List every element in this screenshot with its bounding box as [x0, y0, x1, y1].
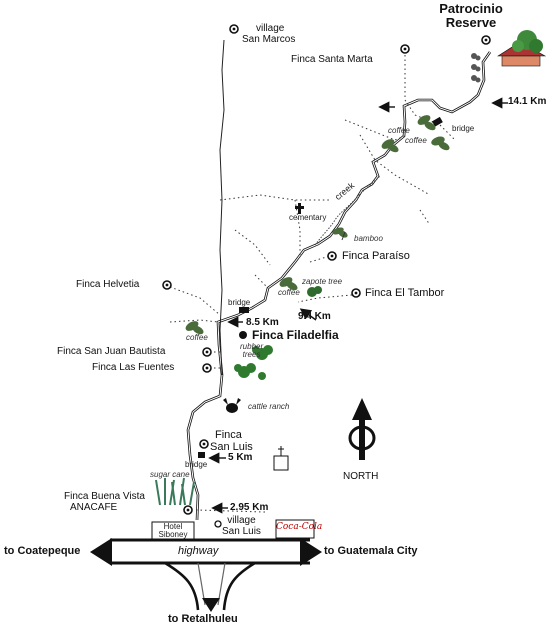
arrow-9-4	[299, 308, 317, 321]
finca-buena-vista-line1: Finca Buena Vista	[64, 491, 145, 502]
cattle-icon	[223, 398, 241, 413]
village-san-marcos-label: village San Marcos	[242, 23, 296, 45]
hotel-siboney-line2: Siboney	[158, 530, 188, 540]
north-arrow-icon	[348, 398, 376, 460]
dotted-paths	[169, 55, 456, 513]
house-icon	[496, 30, 547, 67]
village-san-luis-line2: San Luis	[222, 525, 261, 537]
distance-9-4: 9.4 Km	[298, 311, 331, 322]
coca-cola-label: Coca-Cola	[276, 522, 323, 532]
bridge-marker-1	[432, 116, 443, 127]
highway-arrow-left	[90, 538, 112, 566]
finca-san-luis-label: Finca San Luis	[210, 429, 253, 453]
sugar-cane-icon	[155, 477, 195, 506]
title-reserve: Patrocinio Reserve	[428, 2, 514, 29]
retalhuleu-road	[164, 561, 256, 611]
coffee-leaves	[185, 115, 450, 335]
to-guatemala-city-label: to Guatemala City	[324, 545, 418, 557]
cross-icon	[295, 203, 304, 214]
bridge-label-1: bridge	[452, 124, 475, 133]
finca-santa-marta-label: Finca Santa Marta	[291, 54, 373, 65]
hotel-box	[151, 521, 195, 540]
rubber-trees-line1: rubber	[240, 342, 264, 351]
bridge-label-3: bridge	[185, 460, 208, 469]
coffee-label-2: coffee	[405, 136, 427, 145]
finca-helvetia-label: Finca Helvetia	[76, 279, 140, 290]
creek-line	[314, 175, 381, 246]
finca-el-tambor-label: Finca El Tambor	[365, 287, 445, 299]
cattle-ranch-label: cattle ranch	[248, 402, 290, 411]
distance-14-1: 14.1 Km	[508, 96, 547, 107]
place-dots	[162, 24, 491, 515]
north-label: NORTH	[343, 471, 379, 482]
finca-filadelfia-label: Finca Filadelfia	[252, 328, 339, 342]
bridge-label-2: bridge	[228, 298, 251, 307]
hotel-siboney-line1: Hotel	[163, 522, 183, 531]
village-san-luis-line1: village	[227, 515, 256, 526]
highway	[110, 538, 310, 565]
finca-buena-vista-line2: ANACAFE	[70, 501, 118, 513]
coffee-label-4: coffee	[186, 333, 208, 342]
finca-san-luis-line1: Finca	[215, 429, 242, 441]
rubber-trees-label: rubber trees	[240, 342, 264, 360]
bridge-marker-2	[239, 307, 249, 313]
finca-paraiso-label: Finca Paraíso	[342, 250, 410, 262]
bridge-marker-3	[198, 452, 205, 458]
church-icon	[273, 446, 289, 471]
finca-las-fuentes-label: Finca Las Fuentes	[92, 362, 175, 373]
coffee-label-3: coffee	[278, 288, 300, 297]
village-san-luis-label: village San Luis	[222, 515, 261, 537]
highway-label: highway	[178, 545, 219, 557]
finca-san-luis-line2: San Luis	[210, 440, 253, 453]
coca-cola-sign	[275, 519, 315, 539]
main-road-inner	[187, 51, 491, 521]
distance-2-95: 2.95 Km	[230, 502, 269, 513]
highway-arrow-right	[300, 538, 322, 566]
village-san-marcos-line2: San Marcos	[242, 33, 296, 45]
rubber-trees-line2: trees	[242, 350, 261, 360]
rubber-tree-icon	[234, 345, 273, 380]
finca-san-juan-bautista-label: Finca San Juan Bautista	[57, 346, 166, 357]
to-retalhuleu-label: to Retalhuleu	[168, 613, 238, 625]
title-line1: Patrocinio	[439, 1, 503, 16]
cementary-label: cementary	[289, 213, 327, 222]
bamboo-label: bamboo	[354, 234, 383, 243]
distance-8-5: 8.5 Km	[246, 317, 279, 328]
bamboo-icon	[341, 231, 346, 241]
distance-5: 5 Km	[228, 452, 253, 463]
title-line2: Reserve	[445, 14, 497, 30]
to-coatepeque-label: to Coatepeque	[4, 545, 81, 557]
coffee-plant-icon	[471, 53, 481, 83]
coffee-label-1: coffee	[388, 126, 410, 135]
retalhuleu-arrow	[202, 598, 220, 612]
zapote-tree-label: zapote tree	[302, 277, 343, 286]
palm-tree-icon	[307, 286, 322, 297]
san-luis-dot	[214, 520, 222, 528]
san-marcos-road	[219, 39, 225, 376]
filadelfia-dot	[239, 331, 247, 339]
finca-buena-vista-label: Finca Buena Vista ANACAFE	[64, 491, 145, 513]
village-san-marcos-line1: village	[256, 23, 285, 34]
hotel-siboney-label: Hotel Siboney	[155, 522, 191, 540]
sugar-cane-label: sugar cane	[150, 470, 190, 479]
